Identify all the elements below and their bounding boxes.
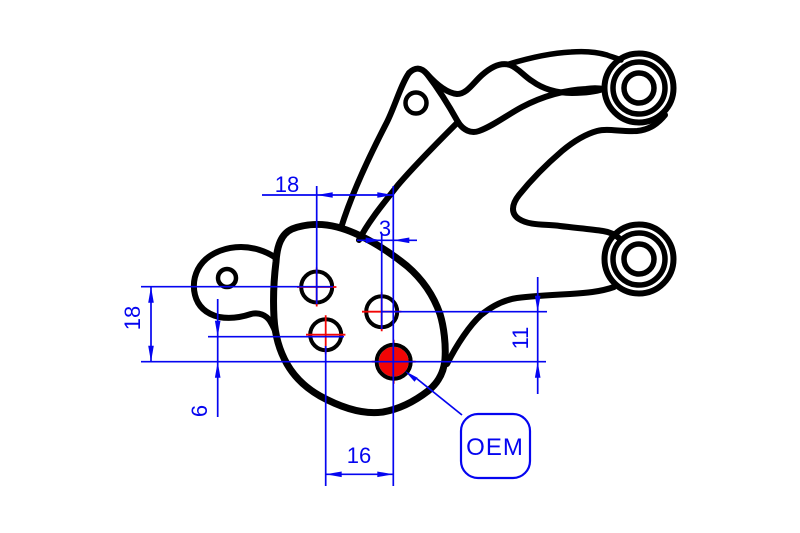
- oem-callout-label: OEM: [466, 434, 524, 461]
- top-ring-outer: [601, 50, 677, 126]
- dim-label-3: 3: [379, 216, 391, 241]
- arm-cutout-edge: [510, 112, 668, 242]
- dimension-arrowheads: [148, 192, 541, 478]
- upper-arm-lower-edge: [455, 85, 607, 135]
- oem-callout: OEM: [405, 371, 532, 480]
- bottom-ring-middle: [610, 230, 668, 288]
- lower-arm-bottom-edge: [444, 284, 617, 367]
- bottom-ring-inner: [621, 241, 657, 277]
- dim-label-11: 11: [508, 327, 533, 350]
- upper-arm-cast-edge: [506, 48, 624, 67]
- dim-label-left-18: 18: [120, 306, 145, 330]
- dimension-lines: [141, 186, 547, 486]
- top-ring-middle: [610, 59, 668, 117]
- oem-leader-arrow: [405, 371, 418, 382]
- dimension-labels: 18 3 18 6 11 16: [120, 172, 533, 468]
- pad-left-tab: [190, 244, 279, 337]
- top-mount-ring: [601, 50, 677, 126]
- top-ring-inner: [621, 70, 657, 106]
- dim-label-16: 16: [347, 443, 371, 468]
- tab-right-edge: [424, 71, 461, 125]
- oem-leader-line: [415, 377, 463, 416]
- pad-outline: [270, 221, 449, 417]
- pad-holes: [297, 267, 416, 384]
- tab-hole: [403, 90, 429, 116]
- bottom-ring-outer: [601, 221, 677, 297]
- bracket-outline: [338, 48, 677, 367]
- pad-tab-hole: [215, 266, 239, 290]
- tab-neck-left-edge: [338, 70, 412, 231]
- dim-label-top-18: 18: [275, 172, 299, 197]
- dim-label-6: 6: [187, 405, 212, 417]
- oem-callout-box: [459, 412, 532, 480]
- bottom-mount-ring: [601, 221, 677, 297]
- tab-neck-right-edge: [356, 119, 461, 243]
